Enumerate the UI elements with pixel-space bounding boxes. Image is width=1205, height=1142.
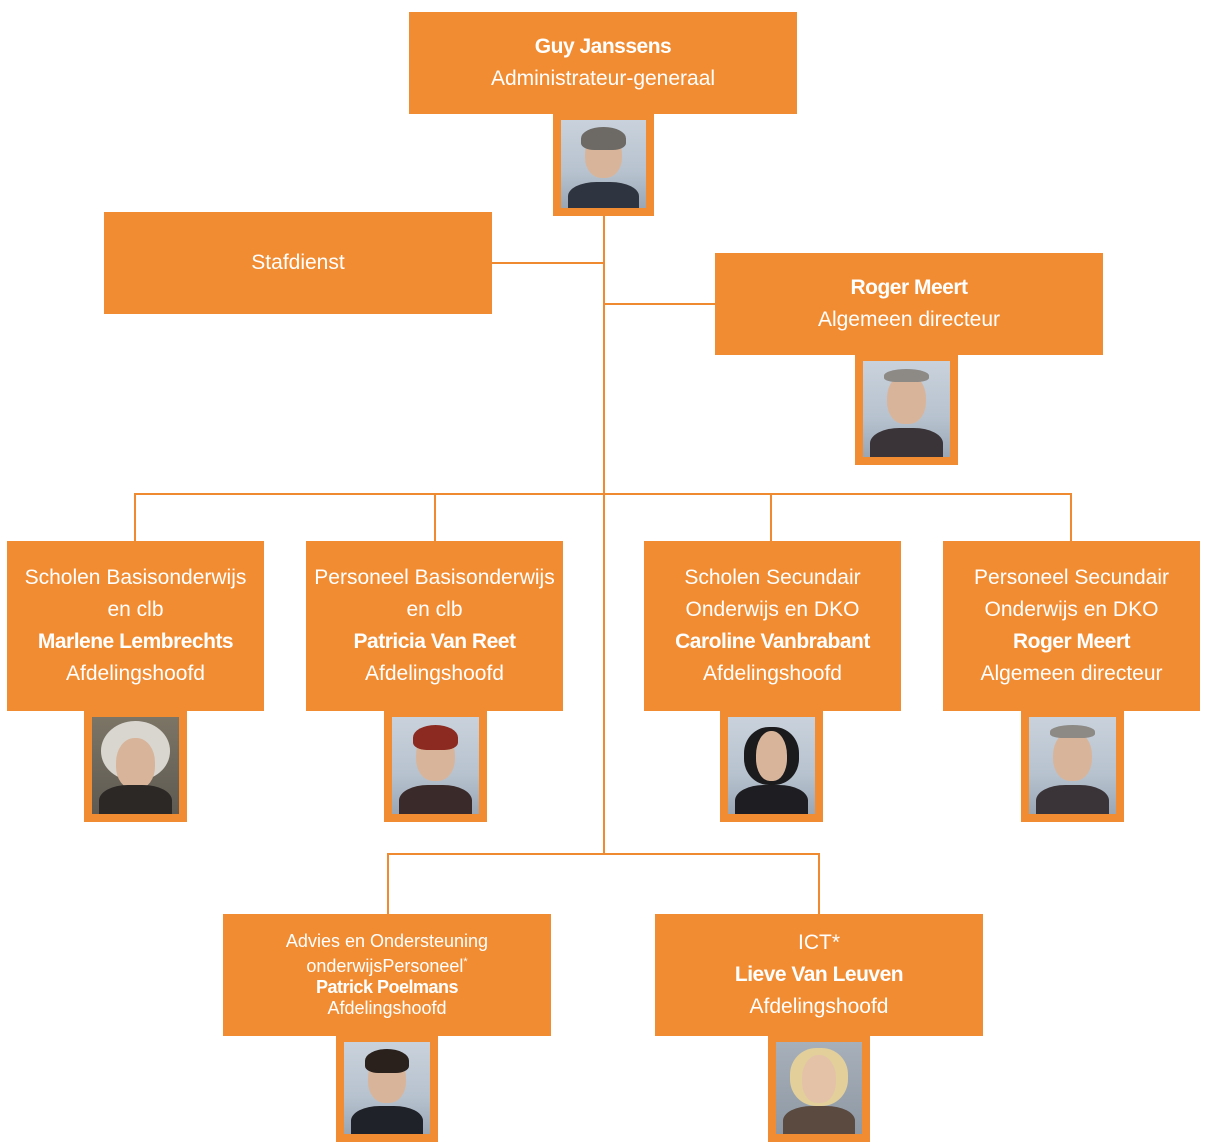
node-line2: en clb	[406, 598, 463, 621]
node-line2-wrap: onderwijsPersoneel*	[306, 952, 467, 977]
connector-support-1	[387, 853, 389, 915]
node-title: Algemeen directeur	[980, 662, 1163, 685]
node-line1: Scholen Basisonderwijs	[24, 566, 247, 589]
connector-departments-bar	[134, 493, 1072, 495]
portrait-woman-red-hair-icon	[392, 717, 479, 814]
node-title: Afdelingshoofd	[703, 662, 842, 685]
node-name: Guy Janssens	[534, 35, 672, 58]
photo-caroline-vanbrabant	[720, 709, 823, 822]
node-name: Patricia Van Reet	[353, 630, 516, 653]
node-name: Marlene Lembrechts	[37, 630, 234, 653]
node-stafdienst: Stafdienst	[104, 212, 492, 314]
connector-dept-1	[134, 493, 136, 542]
node-algemeen-directeur: Roger Meert Algemeen directeur	[715, 253, 1103, 355]
node-name: Roger Meert	[1012, 630, 1131, 653]
connector-support-2	[818, 853, 820, 915]
node-name: Caroline Vanbrabant	[675, 630, 870, 653]
node-title: Afdelingshoofd	[327, 998, 447, 1018]
connector-support-bar	[387, 853, 820, 855]
node-line1: Personeel Secundair	[974, 566, 1169, 589]
photo-marlene-lembrechts	[84, 709, 187, 822]
node-line2: onderwijsPersoneel	[306, 956, 464, 976]
footnote-mark: *	[463, 956, 468, 968]
node-advies-ondersteuning: Advies en Ondersteuning onderwijsPersone…	[223, 914, 551, 1036]
connector-trunk	[603, 212, 605, 854]
node-title: Administrateur-generaal	[490, 67, 716, 90]
node-name: Roger Meert	[850, 276, 968, 299]
node-label: Stafdienst	[251, 251, 345, 274]
connector-director	[604, 303, 716, 305]
connector-dept-3	[770, 493, 772, 542]
portrait-woman-curly-hair-icon	[92, 717, 179, 814]
node-scholen-basisonderwijs: Scholen Basisonderwijs en clb Marlene Le…	[7, 541, 264, 711]
node-line2: Onderwijs en DKO	[984, 598, 1159, 621]
photo-roger-meert	[855, 353, 958, 465]
node-line1: Personeel Basisonderwijs	[314, 566, 555, 589]
portrait-woman-blonde-hair-icon	[776, 1042, 862, 1134]
photo-roger-meert-2	[1021, 709, 1124, 822]
photo-guy-janssens	[553, 112, 654, 216]
portrait-man-glasses-icon	[863, 361, 950, 457]
node-line1: ICT*	[798, 931, 840, 954]
connector-stafdienst	[492, 262, 604, 264]
node-title: Afdelingshoofd	[365, 662, 504, 685]
node-title: Afdelingshoofd	[66, 662, 205, 685]
connector-dept-4	[1070, 493, 1072, 542]
connector-dept-2	[434, 493, 436, 542]
photo-lieve-van-leuven	[768, 1034, 870, 1142]
node-line1: Advies en Ondersteuning	[285, 931, 489, 951]
node-line2: Onderwijs en DKO	[685, 598, 860, 621]
node-title: Afdelingshoofd	[749, 995, 889, 1018]
portrait-woman-dark-hair-icon	[728, 717, 815, 814]
node-title: Algemeen directeur	[817, 308, 1001, 331]
node-line2: en clb	[107, 598, 164, 621]
node-scholen-secundair: Scholen Secundair Onderwijs en DKO Carol…	[644, 541, 901, 711]
photo-patrick-poelmans	[336, 1034, 438, 1142]
portrait-man-dark-hair-icon	[344, 1042, 430, 1134]
node-administrateur-generaal: Guy Janssens Administrateur-generaal	[409, 12, 797, 114]
node-name: Patrick Poelmans	[315, 977, 459, 997]
photo-patricia-van-reet	[384, 709, 487, 822]
node-personeel-basisonderwijs: Personeel Basisonderwijs en clb Patricia…	[306, 541, 563, 711]
node-name: Lieve Van Leuven	[734, 963, 904, 986]
portrait-man-glasses-icon	[1029, 717, 1116, 814]
node-ict: ICT* Lieve Van Leuven Afdelingshoofd	[655, 914, 983, 1036]
node-personeel-secundair: Personeel Secundair Onderwijs en DKO Rog…	[943, 541, 1200, 711]
portrait-man-grey-hair-icon	[561, 120, 646, 208]
node-line1: Scholen Secundair	[684, 566, 861, 589]
